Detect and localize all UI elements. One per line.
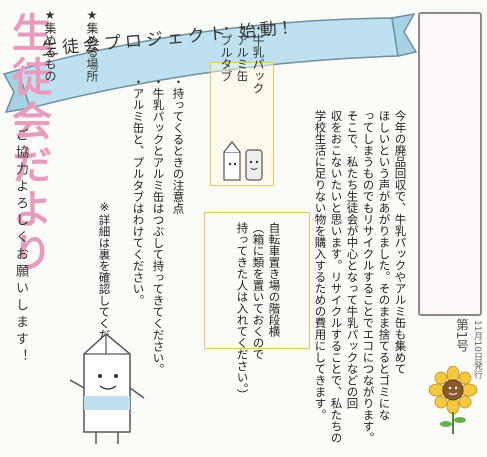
title-box [418, 12, 482, 316]
instruction-line: ・アルミ缶と、プルタブはわけてください。 [131, 76, 146, 306]
place-line: 自転車置き場の階段横 [267, 222, 282, 337]
sunflower-drawing [428, 366, 478, 434]
intro-line: そこで、私たち生徒会が中心となって牛乳パックなどの回 [345, 110, 360, 409]
list-item: ・プルタブ [219, 22, 233, 82]
closing-message: ご協力よろしくお願いします！ [13, 128, 28, 366]
carton-can-drawing [223, 141, 263, 181]
instruction-note: ※詳細は裏を確認してください。 [97, 200, 112, 375]
items-box [210, 62, 274, 186]
issue-date: 11月10日発行 [472, 320, 482, 379]
items-title: ★集めるもの [43, 8, 57, 82]
place-box [204, 212, 310, 349]
banner-ribbon [2, 12, 418, 113]
place-title: ★集める場所 [85, 8, 99, 82]
place-line: 持ってきた人は入れてください。） [235, 222, 250, 401]
instruction-line: ・牛乳パックとアルミ缶はつぶして持ってきてください。 [151, 76, 166, 375]
intro-line: ほしいという声があがりました。そのまま捨てるとゴミにな [377, 110, 392, 421]
issue-number: 第1号 [453, 318, 468, 353]
newsletter-title: 生徒会だより [5, 12, 51, 276]
milk-carton-drawing [69, 333, 145, 444]
place-line: （箱に類を置いておくので [251, 222, 266, 360]
list-item: ・アルミ缶 [235, 22, 249, 82]
intro-line: 学校生活に足りない物を購入するための費用にしてきます。 [313, 110, 328, 421]
instruction-line: ・持ってくるときの注意点 [171, 76, 186, 214]
intro-line: 収をおこないたいと思います。リサイクルすることで、私たちの [329, 110, 344, 444]
intro-line: ってしまうものでもリサイクルすることでエコにつながります。 [361, 110, 376, 444]
list-item: ・牛乳パック [251, 22, 265, 94]
intro-line: 今年の廃品回収で、牛乳パックやアルミ缶も集めて [393, 110, 408, 375]
